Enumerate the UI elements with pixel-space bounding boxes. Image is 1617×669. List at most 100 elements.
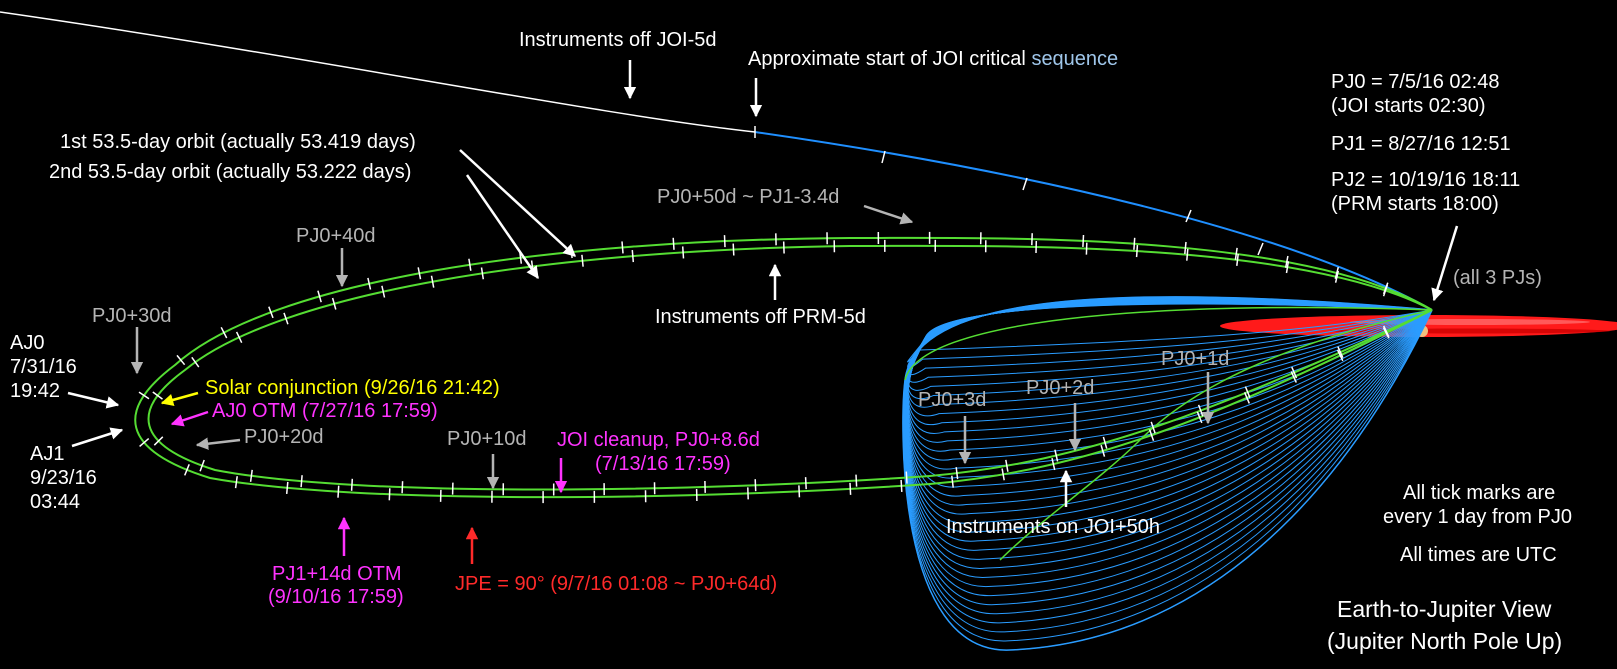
annotation-arrows bbox=[67, 60, 1459, 564]
pj0-transfer-arc bbox=[999, 309, 1433, 561]
day-tick bbox=[1285, 261, 1290, 274]
label-aj1-line1: AJ1 bbox=[30, 443, 64, 465]
day-tick bbox=[235, 331, 243, 344]
day-tick bbox=[300, 475, 303, 488]
label-joi-start: (JOI starts 02:30) bbox=[1331, 95, 1486, 117]
day-tick bbox=[1054, 449, 1059, 462]
note-utc: All times are UTC bbox=[1400, 544, 1557, 566]
label-joi-cleanup-2: (7/13/16 17:59) bbox=[595, 453, 731, 475]
label-instruments-off-joi: Instruments off JOI-5d bbox=[519, 29, 717, 51]
day-tick bbox=[855, 474, 858, 487]
day-tick bbox=[631, 250, 635, 263]
label-aj1-line3: 03:44 bbox=[30, 491, 80, 513]
day-tick bbox=[1186, 248, 1189, 261]
critical-tick-marks bbox=[754, 126, 1264, 256]
day-tick bbox=[350, 478, 354, 491]
day-tick bbox=[1290, 371, 1297, 383]
label-pj0-10d: PJ0+10d bbox=[447, 428, 527, 450]
orbit-loop-line bbox=[903, 297, 1433, 615]
orbit-1-path bbox=[134, 236, 1433, 499]
day-tick bbox=[1334, 270, 1340, 283]
label-instruments-on-joi: Instruments on JOI+50h bbox=[946, 516, 1160, 538]
label-aj0-line3: 19:42 bbox=[10, 380, 60, 402]
orbit-loop-line bbox=[904, 297, 1433, 596]
day-tick bbox=[430, 275, 435, 288]
day-tick bbox=[804, 477, 807, 490]
label-jpe: JPE = 90° (9/7/16 01:08 ~ PJ0+64d) bbox=[455, 573, 777, 595]
day-tick bbox=[331, 297, 337, 310]
day-tick bbox=[1051, 458, 1056, 471]
day-tick bbox=[401, 481, 404, 494]
day-tick bbox=[1234, 247, 1238, 260]
label-pj2-time: PJ2 = 10/19/16 18:11 bbox=[1331, 169, 1520, 191]
view-title-1: Earth-to-Jupiter View bbox=[1337, 596, 1552, 622]
day-tick bbox=[1334, 267, 1340, 279]
day-tick-marks bbox=[138, 231, 1390, 504]
day-tick bbox=[317, 290, 322, 303]
day-tick bbox=[1184, 241, 1187, 254]
day-tick bbox=[681, 246, 685, 259]
day-tick bbox=[955, 467, 959, 480]
day-tick bbox=[337, 485, 340, 498]
day-tick bbox=[1001, 468, 1005, 481]
day-tick bbox=[388, 488, 391, 501]
day-tick bbox=[1135, 245, 1139, 258]
day-tick bbox=[268, 306, 274, 319]
day-tick bbox=[1150, 421, 1156, 434]
label-pj1-otm-1: PJ1+14d OTM bbox=[272, 563, 402, 585]
label-pj0-30d: PJ0+30d bbox=[92, 305, 172, 327]
day-tick bbox=[468, 258, 472, 271]
label-pj0-time: PJ0 = 7/5/16 02:48 bbox=[1331, 71, 1499, 93]
day-tick bbox=[1236, 253, 1239, 266]
orbit-2-path bbox=[147, 244, 1433, 491]
label-joi-critical: Approximate start of JOI critical sequen… bbox=[748, 48, 1118, 70]
day-tick bbox=[732, 243, 735, 256]
day-tick bbox=[905, 471, 908, 484]
day-tick bbox=[1382, 284, 1389, 297]
label-aj0-line1: AJ0 bbox=[10, 332, 44, 354]
day-tick bbox=[381, 285, 386, 298]
label-pj0-40d: PJ0+40d bbox=[296, 225, 376, 247]
label-pj1-otm-2: (9/10/16 17:59) bbox=[268, 586, 404, 608]
day-tick bbox=[1196, 411, 1203, 424]
label-aj0-otm: AJ0 OTM (7/27/16 17:59) bbox=[212, 400, 438, 422]
label-orbit-2: 2nd 53.5-day orbit (actually 53.222 days… bbox=[49, 161, 411, 183]
orbit-loop-line bbox=[904, 297, 1433, 587]
day-tick bbox=[754, 479, 757, 492]
day-tick bbox=[1336, 349, 1344, 362]
day-tick bbox=[1100, 444, 1106, 457]
day-tick bbox=[139, 438, 150, 447]
day-tick bbox=[798, 485, 801, 498]
label-solar-conjunction: Solar conjunction (9/26/16 21:42) bbox=[205, 377, 500, 399]
day-tick bbox=[951, 475, 954, 488]
label-prm-start: (PRM starts 18:00) bbox=[1331, 193, 1499, 215]
day-tick bbox=[283, 312, 289, 325]
day-tick bbox=[900, 479, 903, 492]
day-tick bbox=[191, 356, 200, 368]
joi-critical-arc bbox=[754, 131, 1433, 311]
day-tick bbox=[367, 277, 372, 290]
day-tick bbox=[417, 267, 422, 280]
label-aj0-line2: 7/31/16 bbox=[10, 356, 77, 378]
note-tick-marks-2: every 1 day from PJ0 bbox=[1383, 506, 1572, 528]
day-tick bbox=[152, 391, 163, 400]
orbit-loop-line bbox=[907, 303, 1433, 363]
day-tick bbox=[220, 326, 228, 339]
day-tick bbox=[184, 464, 190, 476]
label-instruments-off-prm: Instruments off PRM-5d bbox=[655, 306, 866, 328]
day-tick bbox=[1244, 386, 1251, 398]
day-tick bbox=[199, 459, 205, 472]
label-pj0-20d: PJ0+20d bbox=[244, 426, 324, 448]
day-tick bbox=[1148, 429, 1155, 442]
label-pj0-2d: PJ0+2d bbox=[1026, 377, 1094, 399]
day-tick bbox=[1005, 459, 1009, 472]
approach-trajectory bbox=[0, 11, 756, 133]
day-tick bbox=[480, 267, 485, 280]
pj0-loop-arc bbox=[904, 306, 1433, 381]
label-joi-cleanup-1: JOI cleanup, PJ0+8.6d bbox=[557, 429, 760, 451]
day-tick bbox=[285, 481, 289, 494]
label-orbit-1: 1st 53.5-day orbit (actually 53.419 days… bbox=[60, 131, 416, 153]
view-title-2: (Jupiter North Pole Up) bbox=[1327, 628, 1562, 654]
day-tick bbox=[581, 254, 584, 267]
